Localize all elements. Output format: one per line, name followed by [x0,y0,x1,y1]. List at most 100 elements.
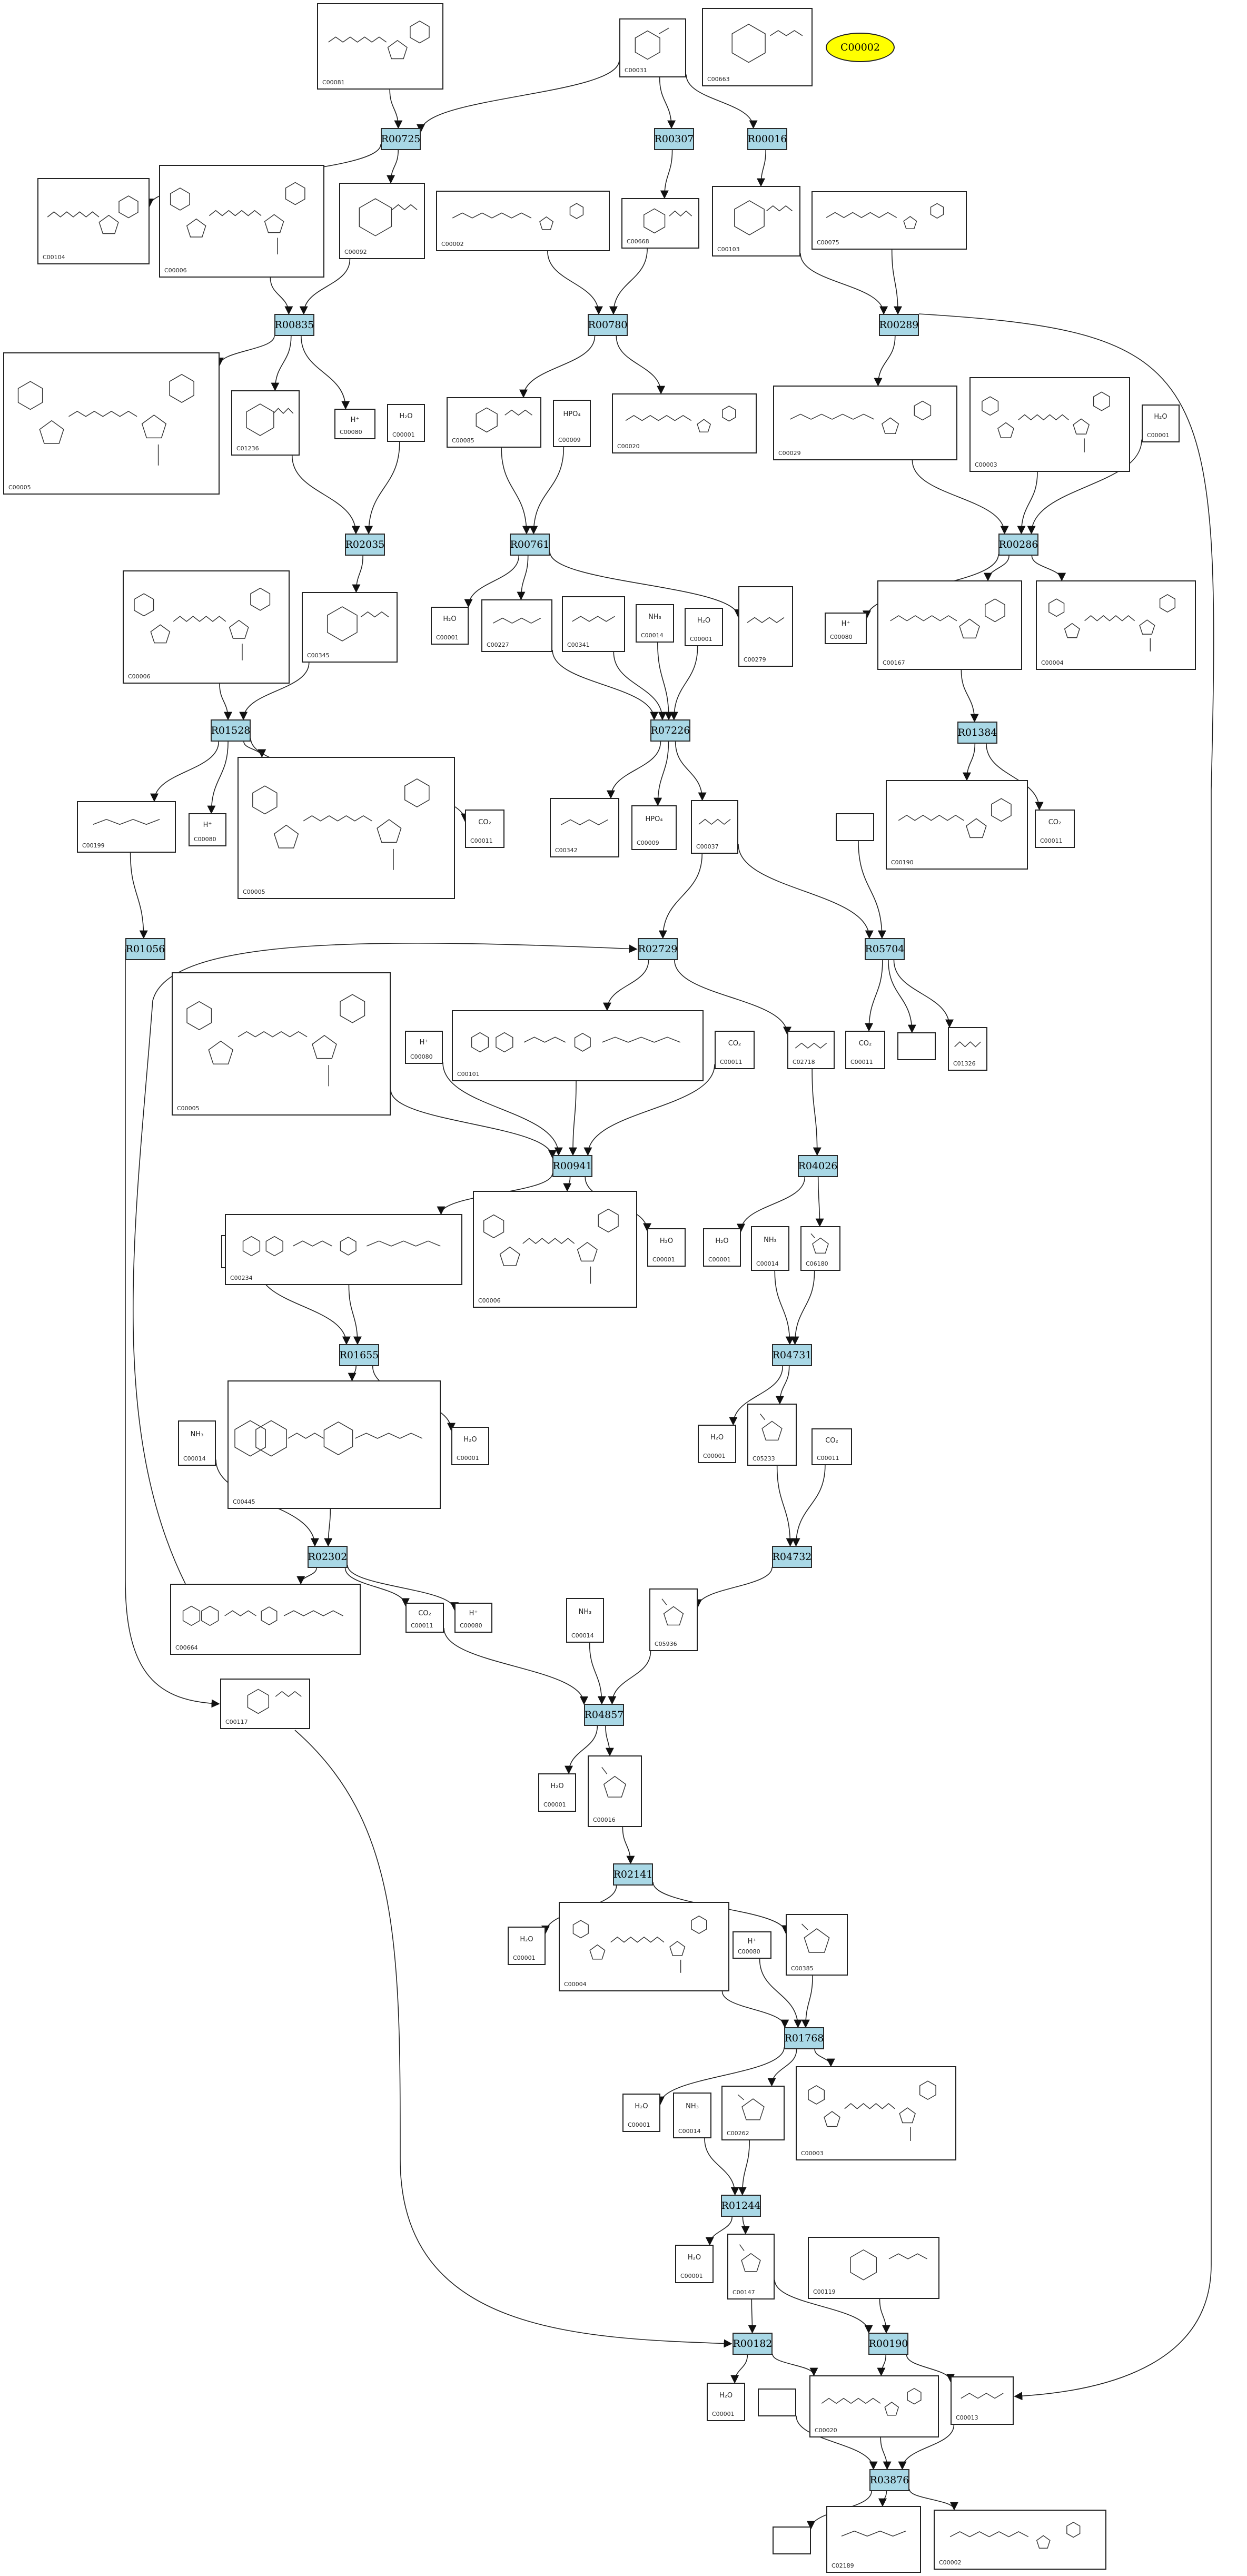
compound-c00117[interactable]: C00117 [220,1679,310,1729]
compound-c06180[interactable]: C06180 [800,1226,840,1271]
compound-c00002[interactable]: C00002 [436,191,610,251]
compound-c00013[interactable]: C00013 [951,2376,1014,2425]
compound-c00031[interactable]: C00031 [619,18,686,77]
reaction-r00182[interactable]: R00182 [733,2333,773,2355]
compound-c05936[interactable]: C05936 [649,1588,698,1651]
compound-c00080[interactable]: H⁺C00080 [334,409,375,439]
compound-c00663[interactable]: C00663 [702,8,813,86]
compound-c00006[interactable]: C00006 [123,570,290,684]
compound-c00167[interactable]: C00167 [877,580,1022,670]
compound-c00341[interactable]: C00341 [562,596,625,652]
compound-c00101[interactable]: C00101 [452,1010,704,1081]
reaction-r00289[interactable]: R00289 [879,314,919,336]
compound-unlabeled[interactable] [773,2526,811,2554]
reaction-r00725[interactable]: R00725 [381,128,421,150]
reaction-r01655[interactable]: R01655 [339,1344,379,1366]
compound-c00262[interactable]: C00262 [721,2086,785,2140]
compound-c00080[interactable]: H⁺C00080 [454,1603,492,1633]
compound-c01326[interactable]: C01326 [948,1027,987,1071]
compound-c00342[interactable]: C00342 [550,798,619,857]
compound-c00668[interactable]: C00668 [621,198,699,249]
compound-c00029[interactable]: C00029 [773,386,957,460]
reaction-r02141[interactable]: R02141 [613,1863,653,1886]
reaction-r05704[interactable]: R05704 [865,938,905,960]
compound-c00020[interactable]: C00020 [809,2375,939,2437]
reaction-r02302[interactable]: R02302 [308,1546,348,1568]
compound-unlabeled[interactable] [758,2389,796,2416]
compound-unlabeled[interactable] [836,813,874,841]
reaction-r07226[interactable]: R07226 [650,719,690,742]
compound-c00279[interactable]: C00279 [738,586,793,667]
reaction-r00286[interactable]: R00286 [998,534,1038,556]
compound-c00234[interactable]: C00234 [225,1214,462,1285]
compound-c00104[interactable]: C00104 [37,178,150,264]
reaction-r01384[interactable]: R01384 [957,722,997,744]
compound-c00085[interactable]: C00085 [447,397,541,448]
reaction-r02035[interactable]: R02035 [345,534,385,556]
compound-unlabeled[interactable] [897,1032,936,1060]
reaction-r00016[interactable]: R00016 [747,128,787,150]
reaction-r01768[interactable]: R01768 [784,2027,824,2049]
compound-c05233[interactable]: C05233 [747,1404,797,1466]
compound-c01236[interactable]: C01236 [231,390,300,456]
compound-c00004[interactable]: C00004 [1036,580,1196,670]
reaction-r01056[interactable]: R01056 [125,938,165,960]
compound-c00003[interactable]: C00003 [969,377,1130,472]
reaction-r04026[interactable]: R04026 [798,1155,838,1177]
compound-c00080[interactable]: H⁺C00080 [733,1931,771,1959]
reaction-r00941[interactable]: R00941 [552,1155,592,1177]
compound-c00080[interactable]: H⁺C00080 [189,813,226,846]
compound-c00006[interactable]: C00006 [159,165,324,278]
compound-c00345[interactable]: C00345 [302,592,398,663]
compound-c00003[interactable]: C00003 [796,2066,956,2160]
reaction-r01528[interactable]: R01528 [211,719,251,742]
compound-c00119[interactable]: C00119 [808,2237,939,2299]
compound-c00445[interactable]: C00445 [227,1380,441,1509]
reaction-r00307[interactable]: R00307 [654,128,694,150]
reaction-r01244[interactable]: R01244 [721,2195,761,2217]
compound-c00016[interactable]: C00016 [588,1755,642,1827]
compound-c00385[interactable]: C00385 [786,1914,848,1976]
reaction-r03876[interactable]: R03876 [869,2469,909,2491]
reaction-r00835[interactable]: R00835 [274,314,314,336]
reaction-r02729[interactable]: R02729 [638,938,678,960]
compound-c00020[interactable]: C00020 [612,393,757,453]
compound-c00006[interactable]: C00006 [473,1191,637,1308]
compound-c00664[interactable]: C00664 [170,1584,361,1655]
compound-c00005[interactable]: C00005 [172,972,391,1116]
compound-c00103[interactable]: C00103 [712,186,800,256]
compound-c02189[interactable]: C02189 [826,2506,921,2573]
compound-c00227[interactable]: C00227 [481,599,552,652]
reaction-r04732[interactable]: R04732 [772,1546,812,1568]
compound-c00080[interactable]: H⁺C00080 [405,1031,443,1064]
reaction-r00761[interactable]: R00761 [510,534,550,556]
target-compound-c00002[interactable]: C00002 [826,33,895,62]
reaction-r04731[interactable]: R04731 [772,1344,812,1366]
compound-c00081[interactable]: C00081 [317,3,443,90]
